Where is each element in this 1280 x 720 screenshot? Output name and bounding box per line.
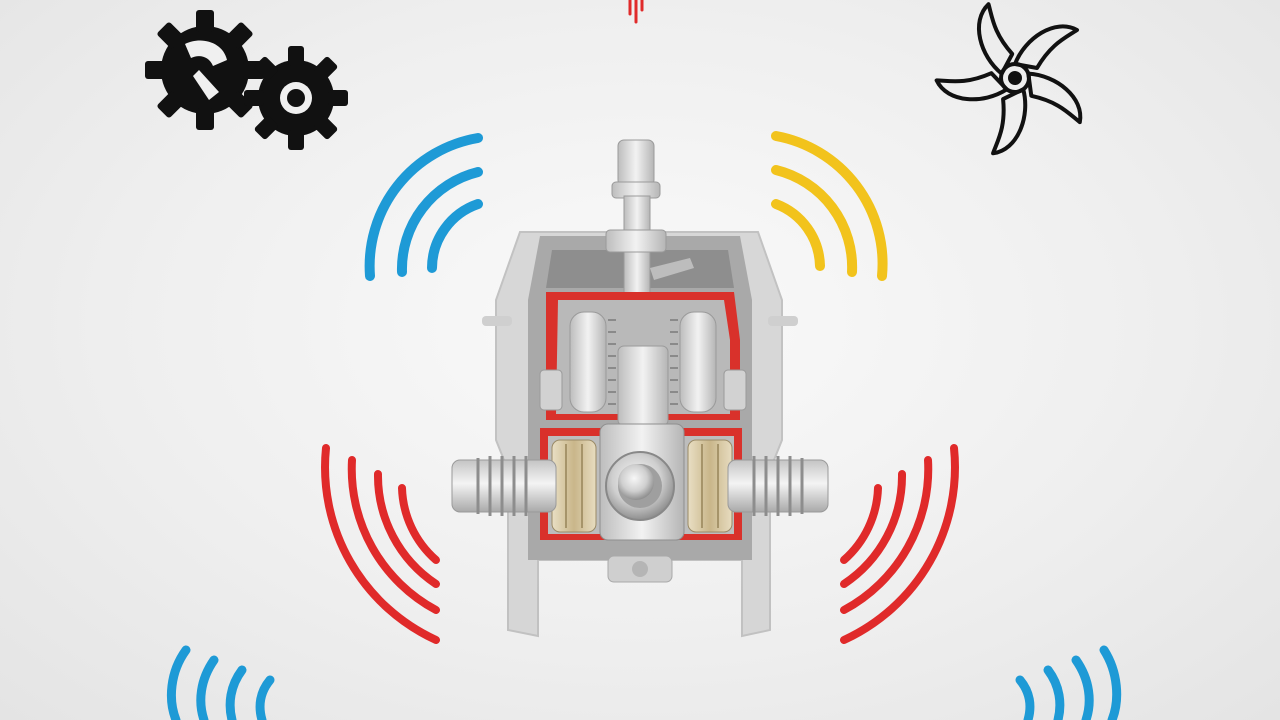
blue-sound-waves-bottom-left xyxy=(166,645,275,720)
gears-icon xyxy=(145,10,348,150)
blue-sound-waves-bottom-right xyxy=(1015,645,1122,720)
right-axle xyxy=(727,456,829,516)
left-bearing xyxy=(551,439,597,533)
red-sound-waves-left xyxy=(321,444,440,644)
yellow-sound-waves-upper-right xyxy=(771,131,888,281)
blue-sound-waves-upper-left xyxy=(364,133,483,281)
differential-cutaway xyxy=(451,139,829,638)
left-axle xyxy=(451,456,557,516)
ring-gear xyxy=(539,311,747,427)
red-sound-waves-right xyxy=(840,444,959,644)
right-bearing xyxy=(687,439,733,533)
fan-icon xyxy=(934,2,1083,156)
input-shaft xyxy=(617,139,655,187)
top-red-wave-mark xyxy=(628,0,644,24)
